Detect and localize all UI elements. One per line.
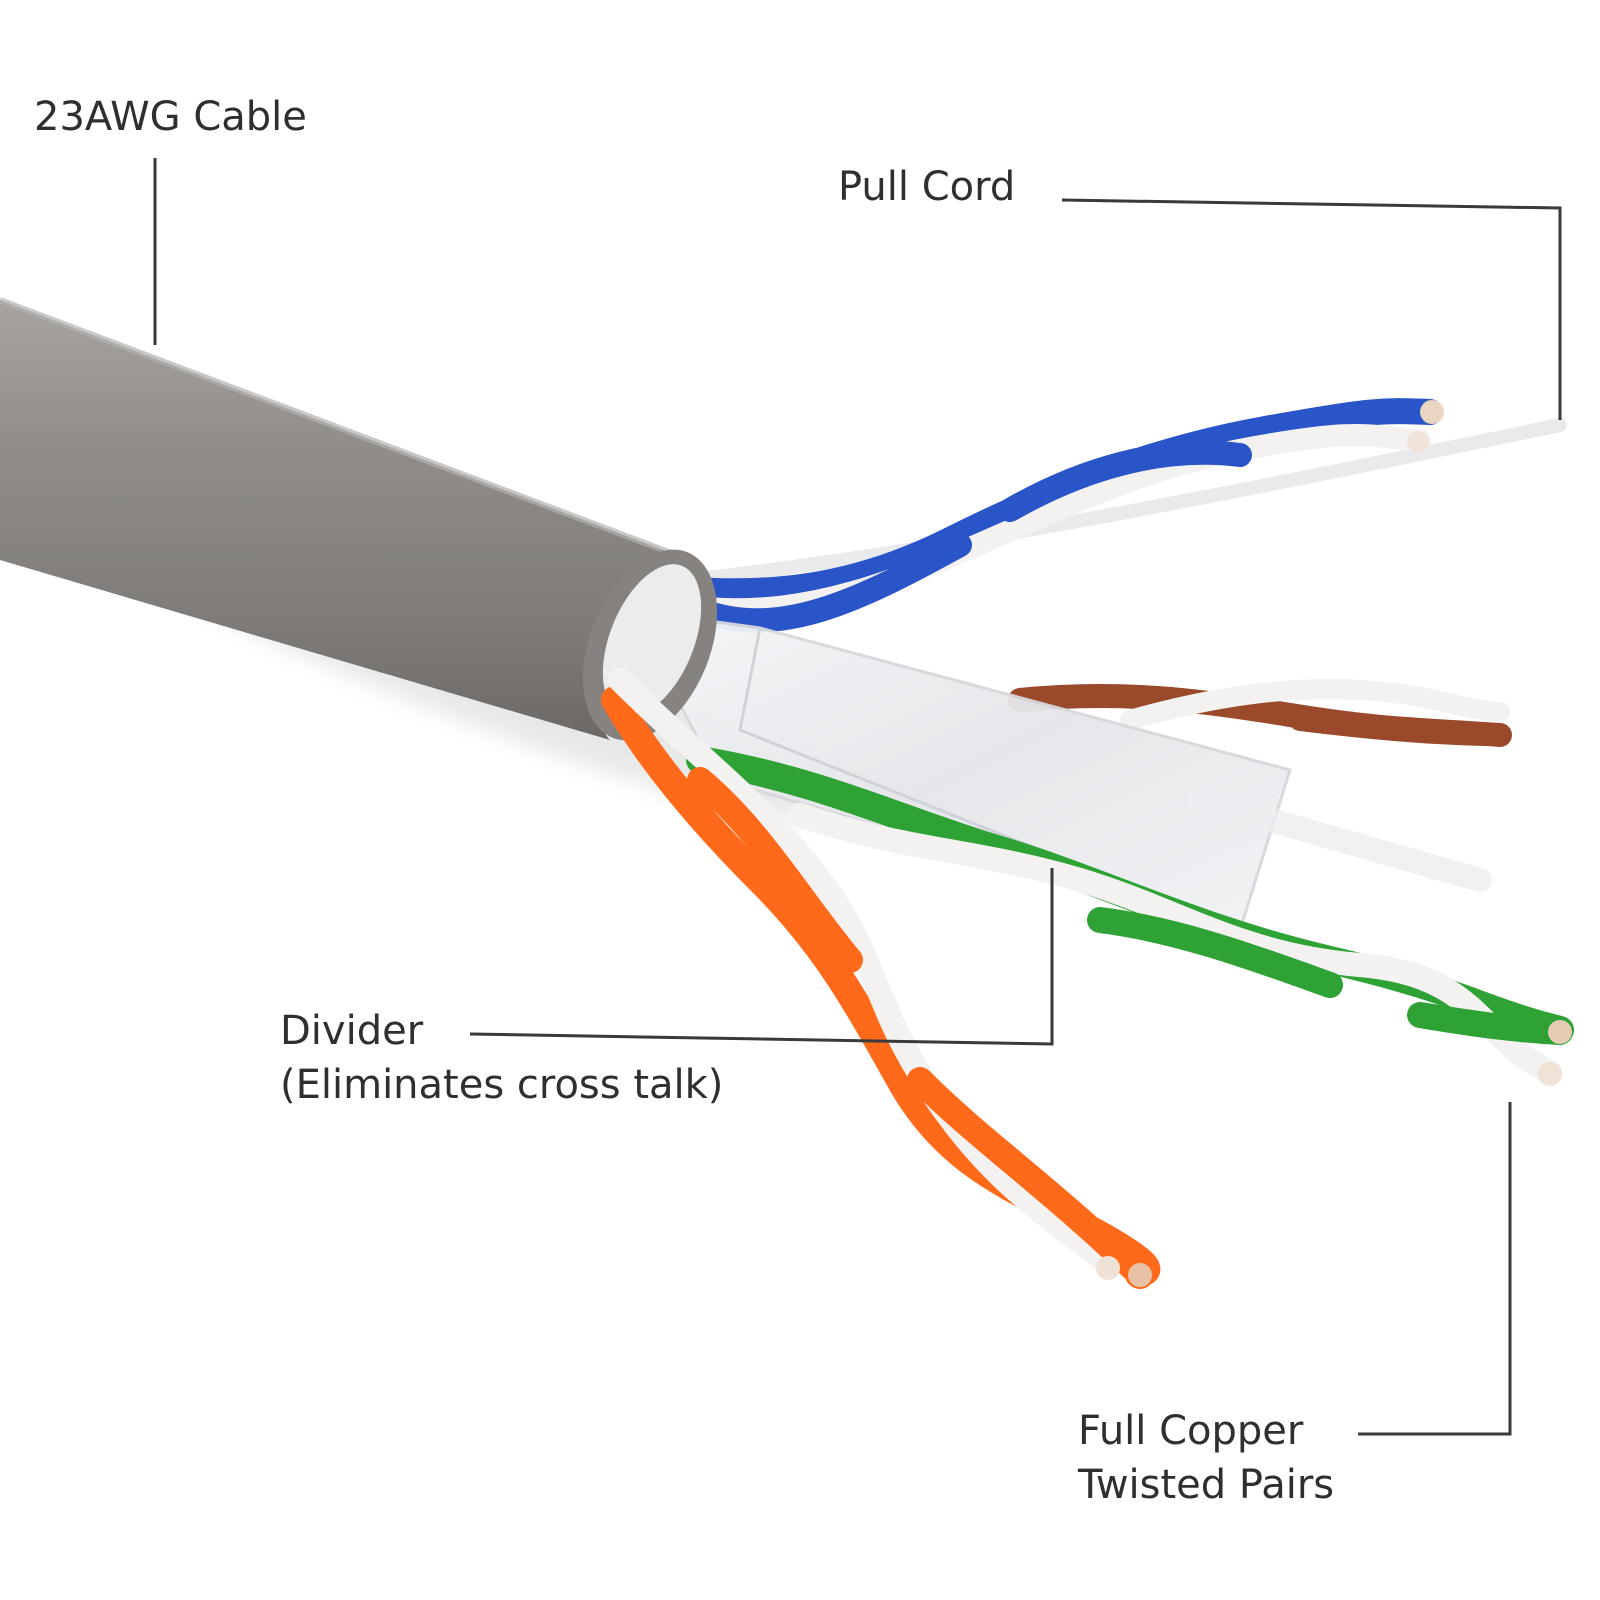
orange-twisted-pair bbox=[601, 668, 1161, 1289]
leader-lines bbox=[153, 158, 1562, 1436]
pull-cord bbox=[633, 418, 1567, 592]
leader-divider bbox=[469, 868, 1054, 1046]
blue-twisted-pair bbox=[627, 398, 1444, 633]
label-23awg-cable: 23AWG Cable bbox=[34, 90, 307, 144]
label-copper-line1: Full Copper bbox=[1078, 1408, 1304, 1454]
label-copper-line2: Twisted Pairs bbox=[1078, 1462, 1335, 1508]
label-full-copper: Full Copper Twisted Pairs bbox=[1078, 1404, 1334, 1512]
label-pull-cord-text: Pull Cord bbox=[838, 164, 1016, 210]
leader-copper bbox=[1358, 1102, 1512, 1436]
label-cable-text: 23AWG Cable bbox=[34, 94, 307, 140]
leader-pull-cord bbox=[1061, 198, 1562, 420]
brown-twisted-pair bbox=[1008, 679, 1512, 747]
label-pull-cord: Pull Cord bbox=[838, 160, 1015, 214]
label-divider: Divider (Eliminates cross talk) bbox=[280, 1004, 723, 1112]
green-twisted-pair bbox=[686, 746, 1574, 1086]
label-divider-line1: Divider bbox=[280, 1008, 424, 1054]
label-divider-line2: (Eliminates cross talk) bbox=[280, 1062, 724, 1108]
